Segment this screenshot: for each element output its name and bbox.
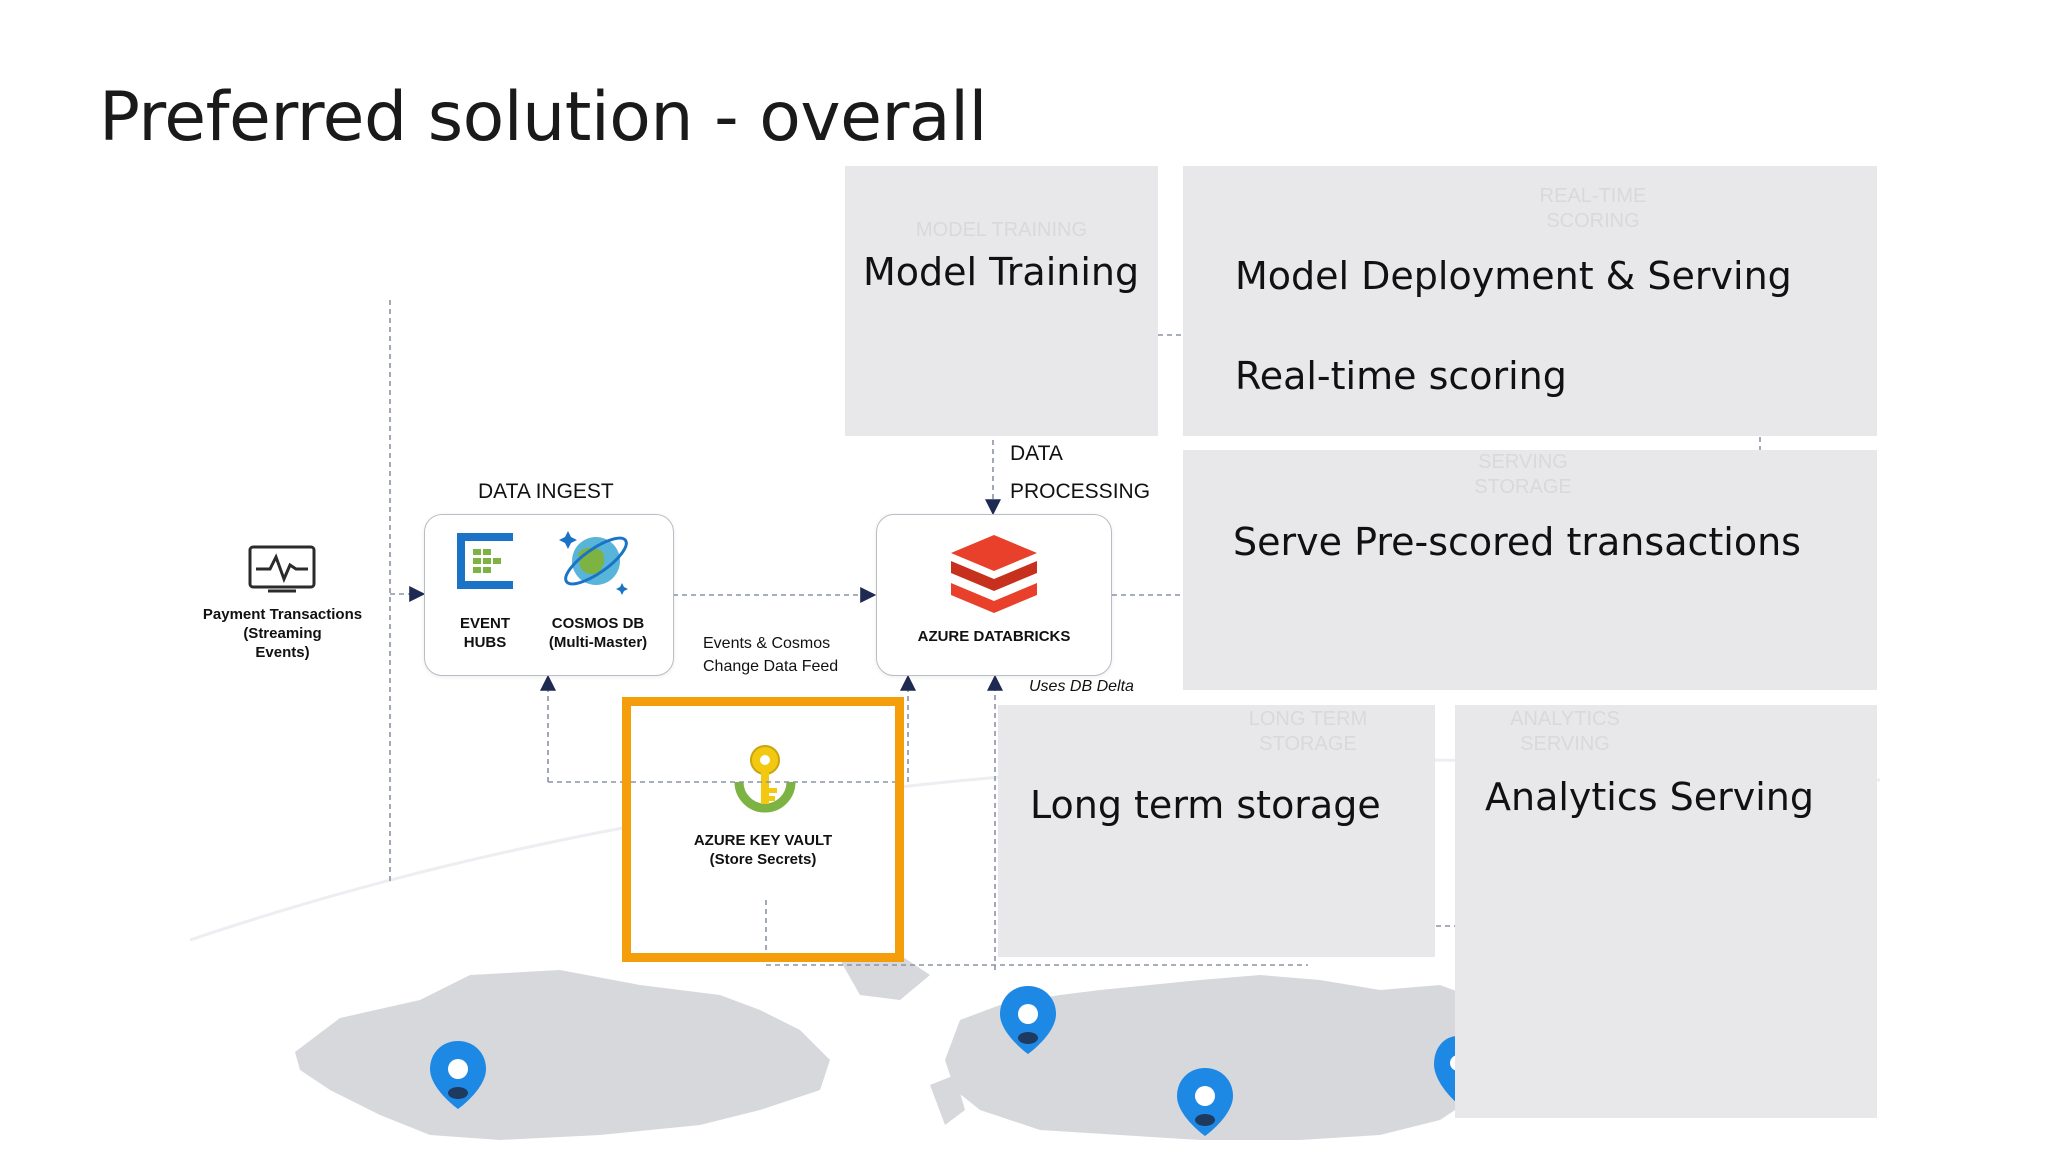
- ghost-label: ANALYTICS SERVING: [1510, 708, 1620, 755]
- uses-delta-label: Uses DB Delta: [1029, 678, 1134, 695]
- serving-storage-box: SERVING STORAGE Serve Pre-scored transac…: [1183, 450, 1877, 690]
- databricks-icon: [951, 535, 1037, 613]
- model-training-label: Model Training: [863, 250, 1140, 294]
- data-ingest-label: DATA INGEST: [478, 480, 614, 503]
- ghost-label: REAL-TIME SCORING: [1539, 185, 1647, 232]
- analytics-serving-label: Analytics Serving: [1485, 775, 1815, 819]
- map-pin-icon: [1177, 1068, 1233, 1136]
- continent-eurasia: [945, 975, 1500, 1140]
- real-time-scoring-label: Real-time scoring: [1235, 354, 1567, 398]
- serve-prescored-label: Serve Pre-scored transactions: [1233, 520, 1801, 564]
- continent-north-america: [295, 970, 830, 1140]
- analytics-serving-box: ANALYTICS SERVING Analytics Serving: [1455, 705, 1877, 1118]
- long-term-storage-label: Long term storage: [1030, 783, 1381, 827]
- data-processing-label-line1: DATA: [1010, 442, 1063, 465]
- event-hubs-label: EVENT HUBS: [459, 615, 510, 651]
- key-vault-label: AZURE KEY VAULT (Store Secrets): [693, 832, 833, 868]
- continent-greenland: [840, 955, 930, 1000]
- ghost-label: SERVING STORAGE: [1474, 451, 1572, 498]
- data-ingest-box: EVENT HUBS COSMOS DB (Multi-Master): [424, 514, 674, 676]
- activity-monitor-icon: [248, 545, 316, 593]
- databricks-label: AZURE DATABRICKS: [917, 628, 1071, 645]
- model-training-box: MODEL TRAINING Model Training: [845, 166, 1158, 436]
- map-pin-icon: [430, 1041, 486, 1109]
- model-deployment-label: Model Deployment & Serving: [1235, 254, 1792, 298]
- ghost-label: MODEL TRAINING: [915, 219, 1088, 241]
- events-change-feed-label: Events & Cosmos Change Data Feed: [703, 635, 839, 676]
- databricks-box: AZURE DATABRICKS: [876, 514, 1112, 676]
- map-pin-icon: [1000, 986, 1056, 1054]
- slide-title: Preferred solution - overall: [99, 78, 987, 157]
- key-icon: [734, 745, 796, 813]
- ghost-label: LONG TERM STORAGE: [1248, 708, 1368, 755]
- continent-uk: [930, 1075, 965, 1125]
- payment-transactions-label: Payment Transactions (Streaming Events): [202, 606, 363, 661]
- long-term-storage-box: LONG TERM STORAGE Long term storage: [998, 705, 1435, 957]
- cosmos-db-label: COSMOS DB (Multi-Master): [548, 615, 648, 651]
- data-processing-label-line2: PROCESSING: [1010, 480, 1151, 503]
- cosmos-db-icon: [559, 531, 628, 595]
- key-vault-highlight-frame: [622, 697, 904, 962]
- key-vault-panel: AZURE KEY VAULT (Store Secrets): [631, 706, 895, 953]
- event-hubs-icon: [457, 533, 513, 589]
- model-deployment-box: REAL-TIME SCORING Model Deployment & Ser…: [1183, 166, 1877, 436]
